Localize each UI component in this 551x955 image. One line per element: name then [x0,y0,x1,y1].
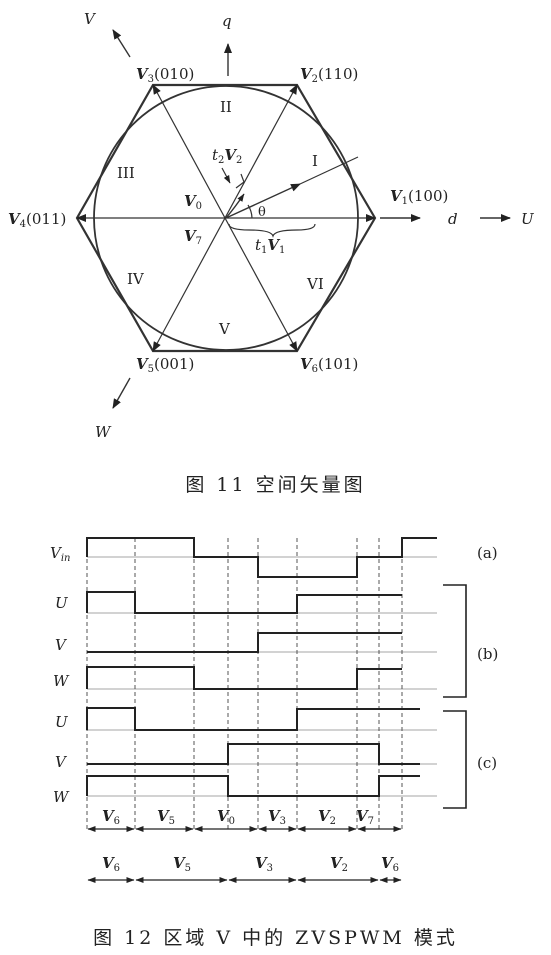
vector-v2-label: V2(110) [300,65,358,85]
seq-top-v6: V6 [102,807,120,827]
t2v2-label: t2V2 [212,146,242,166]
axis-q-label: q [222,12,232,30]
space-vector-labels: V q d U W V3(010) V2(110) V1(100) V4(011… [8,10,535,441]
theta-arc [247,204,253,219]
seq-bottom-v5: V5 [173,854,191,874]
reference-vector-extension [299,156,359,185]
t2v2-bracket [235,173,245,189]
t1v1-label: t1V1 [255,236,285,256]
axis-w-label: W [95,423,112,441]
axis-v-label: V [84,10,97,28]
waveform-b-v [87,632,402,653]
waveform-b-u [86,591,402,614]
figure-12-caption: 图 12 区域 V 中的 ZVSPWM 模式 [93,927,458,949]
row-label-c-w: W [53,788,70,806]
group-label-b: (b) [477,645,498,663]
seq-bottom-v6b: V6 [381,854,399,874]
bracket-b [443,584,467,698]
waveform-vin [86,537,437,578]
vector-v3-label: V3(010) [136,65,194,85]
vector-sequence-arrows [87,826,402,883]
sector-label-2: II [220,98,232,116]
row-label-c-v: V [55,753,68,771]
vector-v4-label: V4(011) [8,210,66,230]
row-label-vin: Vin [50,544,70,564]
vector-v7-label: V7 [184,227,202,247]
row-label-b-w: W [53,672,70,690]
row-baselines [87,556,437,797]
vector-v6-label: V6(101) [300,355,358,375]
axis-v-arrow [112,29,131,58]
t1v1-brace [228,223,316,238]
seq-top-v2: V2 [318,807,336,827]
group-label-c: (c) [477,754,497,772]
seq-top-v0: V0 [217,807,235,827]
vector-v0-label: V0 [184,192,202,212]
sector-label-1: I [312,152,318,170]
axis-d-label: d [448,210,458,228]
timing-labels: Vin U V W U V W (a) (b) (c) V6 V5 V0 V3 … [50,544,498,874]
group-brackets [443,584,467,809]
row-label-b-u: U [55,594,69,612]
sector-label-4: IV [127,270,145,288]
space-vector-diagram [75,29,511,409]
waveform-c-u [86,707,420,731]
seq-top-v3: V3 [268,807,286,827]
sector-label-5: V [218,320,231,338]
t2v2-component-arrow [225,193,245,219]
axis-u-label: U [521,210,535,228]
group-label-a: (a) [477,544,498,562]
seq-bottom-v2: V2 [330,854,348,874]
vector-v1-label: V1(100) [390,187,448,207]
seq-bottom-v3: V3 [255,854,273,874]
zvspwm-timing-diagram [86,537,467,883]
bracket-c [443,710,467,809]
seq-top-v5: V5 [157,807,175,827]
figure-11-caption: 图 11 空间矢量图 [185,474,366,496]
seq-top-v7: V7 [356,807,374,827]
waveform-b-w [86,666,402,690]
waveforms [86,537,437,797]
time-markers [86,538,403,832]
diag-v2-v5 [152,84,298,352]
theta-label: θ [258,205,266,220]
row-label-b-v: V [55,636,68,654]
row-label-c-u: U [55,713,69,731]
waveform-c-v [87,743,420,765]
reference-vector-arrow [225,183,301,219]
sector-label-3: III [117,164,135,182]
seq-bottom-v6: V6 [102,854,120,874]
axis-w-arrow [112,377,131,409]
sector-label-6: VI [306,275,324,293]
t2v2-pointer-arrow [221,167,231,184]
waveform-c-w [86,775,420,797]
vector-v5-label: V5(001) [136,355,194,375]
